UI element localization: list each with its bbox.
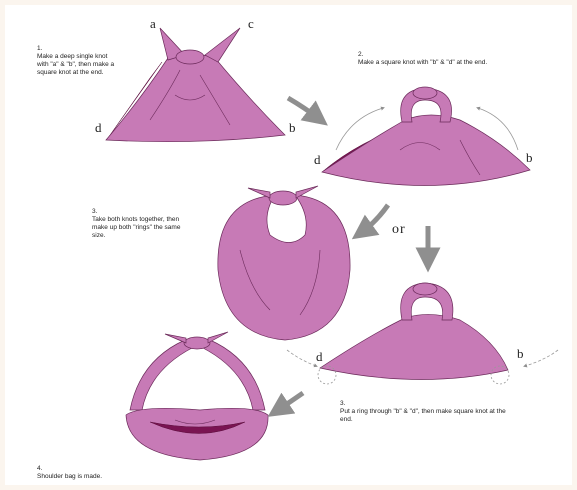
step2-number: 2. bbox=[358, 51, 363, 59]
step4-figure bbox=[126, 332, 268, 460]
step1-figure bbox=[106, 28, 285, 142]
step2-text: Make a square knot with "b" & "d" at the… bbox=[358, 59, 487, 67]
bag-strap bbox=[203, 340, 265, 410]
corner-label-d: d bbox=[95, 120, 102, 136]
knot bbox=[176, 50, 204, 64]
step4-text: Shoulder bag is made. bbox=[37, 473, 102, 481]
bag-strap bbox=[130, 340, 192, 410]
step1-text: Make a deep single knot with "a" & "b", … bbox=[37, 53, 114, 77]
step2-figure bbox=[322, 87, 530, 186]
step2-label-b: b bbox=[526, 150, 533, 166]
knot bbox=[413, 283, 437, 295]
cloth-body bbox=[106, 54, 285, 142]
knot bbox=[269, 191, 297, 205]
step4-number: 4. bbox=[37, 465, 42, 473]
corner-label-a: a bbox=[150, 16, 156, 32]
cloth-body bbox=[320, 314, 508, 379]
step3-alt-number: 3. bbox=[340, 400, 345, 408]
corner-label-b: b bbox=[289, 120, 296, 136]
step3-alt-label-b: b bbox=[517, 346, 524, 362]
step3-number: 3. bbox=[92, 208, 97, 216]
step3-alt-text: Put a ring through "b" & "d", then make … bbox=[340, 408, 506, 424]
step3-figure bbox=[218, 186, 350, 340]
corner-label-c: c bbox=[248, 16, 254, 32]
step1-number: 1. bbox=[37, 45, 42, 53]
cloth-ring bbox=[218, 195, 350, 340]
or-label: or bbox=[392, 222, 406, 238]
knot bbox=[184, 337, 210, 349]
step2-label-d: d bbox=[314, 152, 321, 168]
step3-text: Take both knots together, then make up b… bbox=[92, 216, 180, 240]
knot-ear-c bbox=[205, 28, 240, 62]
bag-body bbox=[126, 408, 268, 460]
step3-alt-label-d: d bbox=[316, 349, 323, 365]
knot bbox=[413, 87, 437, 99]
step3-alt-figure bbox=[318, 283, 509, 384]
